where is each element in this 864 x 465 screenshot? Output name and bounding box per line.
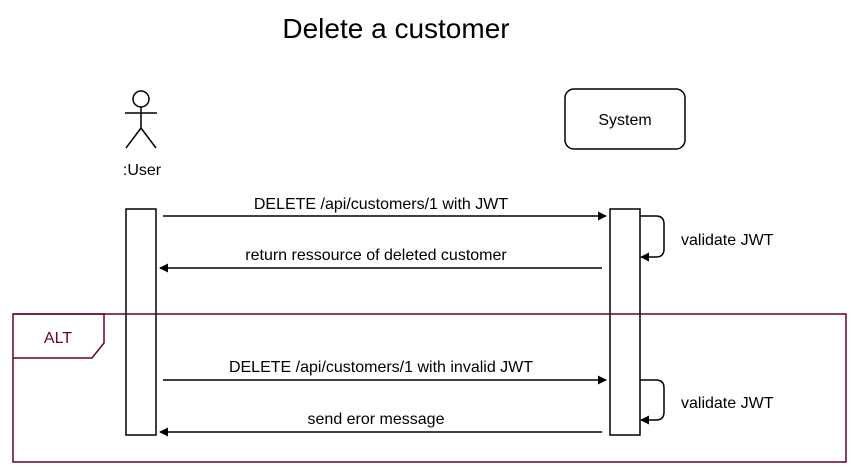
response-label: return ressource of deleted customer <box>245 247 507 264</box>
diagram-title: Delete a customer <box>282 13 509 44</box>
invalid-request-label: DELETE /api/customers/1 with invalid JWT <box>229 359 533 376</box>
validate-self-arrow <box>640 215 665 262</box>
system-participant-box <box>564 88 686 150</box>
error-response-label: send eror message <box>308 411 445 428</box>
system-activation-bar <box>609 208 641 436</box>
system-participant-label: System <box>598 112 651 129</box>
validate-alt-self-arrow <box>640 379 665 425</box>
user-actor-label: :User <box>123 162 162 179</box>
validate-alt-label: validate JWT <box>681 395 774 412</box>
user-activation-bar <box>125 208 157 436</box>
alt-fragment-label: ALT <box>44 330 72 347</box>
validate-label: validate JWT <box>681 232 774 249</box>
user-actor-icon <box>125 90 157 149</box>
request-label: DELETE /api/customers/1 with JWT <box>254 196 509 213</box>
alt-fragment: ALT <box>12 313 847 463</box>
